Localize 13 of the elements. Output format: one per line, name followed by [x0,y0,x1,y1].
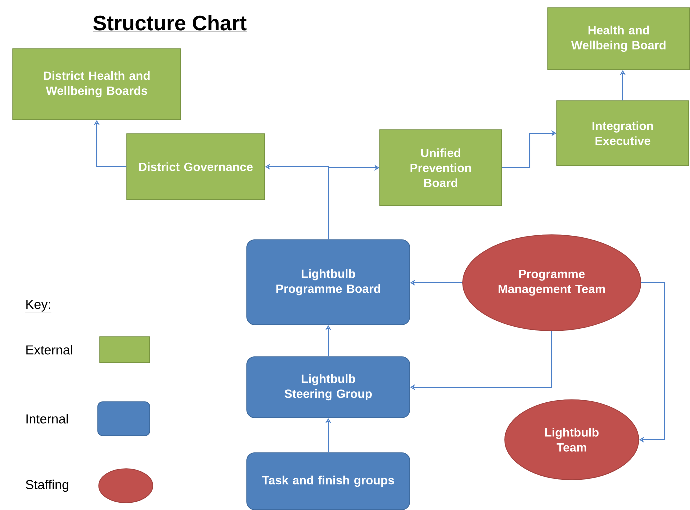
legend-label: Internal [26,414,68,424]
internal-box: Lightbulb Steering Group [246,356,410,418]
external-box: Integration Executive [556,100,690,166]
key-heading: Key: [25,300,52,314]
external-box: District Governance [126,134,266,200]
external-box: District Health and Wellbeing Boards [12,48,182,120]
legend-label: External [26,345,72,355]
external-box: Health and Wellbeing Board [548,8,690,70]
legend-label: Staffing [26,480,69,492]
title: Structure Chart [92,15,248,32]
external-box: Unified Prevention Board [380,130,502,206]
internal-box: Task and finish groups [246,452,410,510]
internal-box: Lightbulb Programme Board [246,240,410,326]
